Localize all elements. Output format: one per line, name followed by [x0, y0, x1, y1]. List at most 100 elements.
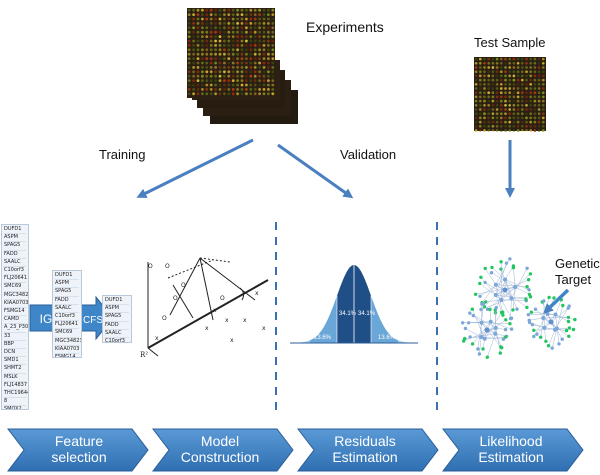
network-hub [488, 319, 493, 324]
gene-name: KIAA0703 [55, 346, 79, 355]
gene-name: 33 [4, 333, 26, 341]
network-node [501, 337, 506, 341]
validation-arrow [277, 143, 354, 199]
model-point: x [243, 317, 247, 324]
network-node [463, 326, 468, 331]
network-node [552, 296, 556, 300]
bell-tail [398, 340, 418, 343]
gene-name: SMD1 [4, 357, 26, 366]
gene-name: FLJ20641 [4, 275, 27, 284]
network-node [488, 307, 492, 312]
network-node [526, 313, 531, 317]
network-node [499, 310, 504, 315]
gene-name: A_23_P300 [4, 324, 28, 333]
workflow-step-chevron [151, 428, 294, 472]
workflow-steps [6, 428, 584, 472]
bell-percentage: 13.6% [314, 335, 332, 341]
gene-name: 8 [4, 398, 26, 407]
network-node [566, 319, 571, 324]
gene-name: DUFD1 [4, 226, 26, 235]
network-node [494, 306, 498, 310]
network-node [477, 352, 482, 356]
network-node [479, 275, 483, 279]
network-node [509, 327, 514, 331]
genetic-target-label: Genetic Target [555, 256, 600, 287]
gene-name: FSMG14 [55, 354, 79, 357]
network-node [468, 335, 472, 339]
network-node [473, 292, 478, 296]
gene-name: DCN [4, 349, 26, 358]
network-node [566, 306, 570, 310]
gene-name: KIAA0703 [4, 300, 28, 309]
network-node [546, 344, 551, 348]
network-node [468, 311, 472, 315]
workflow-step-chevron [6, 428, 149, 472]
model-point: x [230, 337, 234, 344]
network-node [528, 272, 533, 276]
model-point: x [262, 325, 266, 332]
gene-name: THC19644 [4, 390, 28, 399]
network-node [485, 355, 489, 359]
network-node [515, 307, 519, 311]
network-hub [553, 327, 557, 332]
network-node [503, 327, 508, 332]
network-node [511, 266, 516, 270]
network-cluster [526, 295, 577, 350]
gene-name: MGC34823 [4, 292, 28, 300]
network-cluster [473, 257, 533, 321]
network-hub [553, 312, 558, 317]
training-arrow [136, 138, 254, 198]
gene-name: ASPM [55, 280, 79, 289]
model-origin-label: R² [140, 351, 148, 359]
network-node [525, 285, 529, 289]
network-node [532, 328, 536, 332]
validation-label: Validation [340, 147, 397, 162]
network-node [470, 307, 474, 311]
network-node [557, 342, 561, 346]
network-node [481, 347, 485, 351]
network-node [524, 297, 528, 301]
model-point: O [173, 295, 178, 302]
network-hub [479, 320, 484, 325]
network-center [548, 319, 554, 325]
network-hub [509, 296, 514, 301]
network-node [525, 266, 529, 270]
network-node [481, 301, 486, 306]
gene-name: SMC69 [4, 283, 26, 292]
bell-band [371, 295, 398, 343]
model-point: O [148, 263, 153, 270]
gene-name: FLJ14837 [4, 382, 27, 391]
test-sample-microarray [474, 57, 546, 132]
network-hub [541, 316, 546, 320]
network-hub [513, 285, 518, 289]
network-node [564, 328, 569, 333]
bell-band [354, 265, 371, 343]
network-node [471, 313, 475, 318]
gene-network [461, 257, 577, 359]
model-point: x [213, 307, 217, 314]
network-node [499, 260, 503, 264]
experiments-label: Experiments [306, 19, 384, 35]
network-node [539, 335, 543, 339]
network-node [542, 299, 546, 303]
gene-name: SPAG5 [105, 313, 129, 322]
network-hub [493, 282, 498, 287]
gene-name: FLJ20641 [55, 321, 79, 330]
network-hub [499, 297, 504, 302]
gene-name: FSMG14 [4, 308, 26, 317]
model-point: x [255, 290, 259, 297]
network-center [502, 287, 508, 293]
network-node [485, 307, 490, 311]
gene-name: ASPM [105, 305, 129, 314]
network-node [501, 313, 505, 317]
network-node [527, 288, 531, 292]
network-node [461, 321, 465, 325]
ig-label: IG [40, 312, 53, 326]
network-hub [479, 335, 484, 339]
training-label: Training [99, 147, 146, 162]
